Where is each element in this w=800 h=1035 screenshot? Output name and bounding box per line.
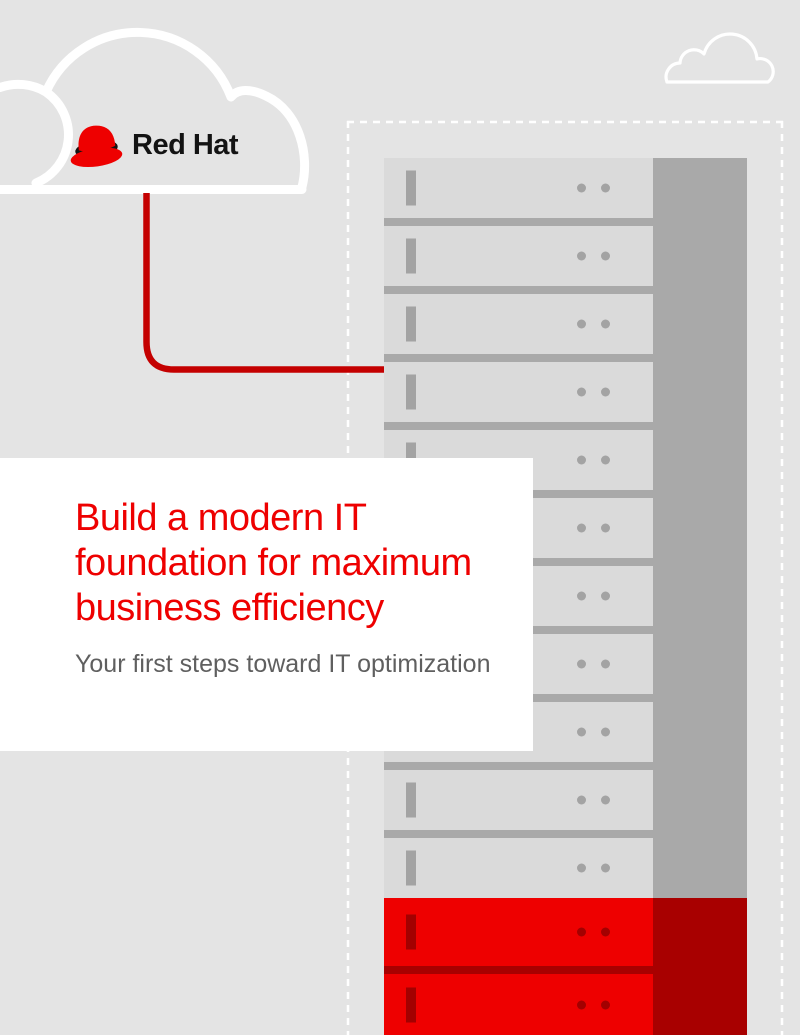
server-unit [384,898,653,966]
red-hat-logo: Red Hat [70,120,239,170]
led-indicator [601,319,610,329]
led-indicator [601,591,610,601]
led-indicator [577,863,586,873]
drive-slot [406,850,416,886]
led-indicator [601,863,610,873]
led-indicator [601,659,610,669]
server-unit [384,770,653,830]
led-indicator [577,927,586,937]
led-indicator [577,659,586,669]
server-unit [384,362,653,422]
server-unit [384,294,653,354]
server-unit [384,226,653,286]
led-indicator [601,795,610,805]
led-indicator [601,251,610,261]
led-indicator [577,591,586,601]
led-indicator [601,455,610,465]
led-indicator [577,1000,586,1009]
server-unit [384,158,653,218]
fedora-brim [70,147,123,168]
title-line-1: Build a modern IT [75,497,367,539]
cloud-outline-small-icon [664,32,775,84]
led-indicator [601,183,610,193]
brand-name: Red Hat [132,128,239,161]
title-panel: Build a modern IT foundation for maximum… [0,458,533,751]
title-line-3: business efficiency [75,587,384,629]
drive-slot [406,170,416,206]
led-indicator [577,251,586,261]
drive-slot [406,987,416,1022]
page-title: Build a modern IT foundation for maximum… [75,496,533,631]
drive-slot [406,306,416,342]
server-unit [384,838,653,898]
drive-slot [406,238,416,274]
led-indicator [577,795,586,805]
page-subtitle: Your first steps toward IT optimization [75,650,491,678]
cloud-outline-icon [0,27,310,194]
led-indicator [577,523,586,533]
led-indicator [577,183,586,193]
led-indicator [577,727,586,737]
drive-slot [406,914,416,950]
red-hat-fedora-icon [70,125,123,168]
title-line-2: foundation for maximum [75,542,472,584]
led-indicator [601,387,610,397]
led-indicator [601,523,610,533]
led-indicator [577,387,586,397]
led-indicator [601,1000,610,1009]
server-unit [384,974,653,1035]
led-indicator [601,727,610,737]
fedora-crown [78,125,116,152]
cloud-to-rack-connector-line [143,193,386,373]
led-indicator [601,927,610,937]
drive-slot [406,782,416,818]
drive-slot [406,374,416,410]
led-indicator [577,319,586,329]
led-indicator [577,455,586,465]
